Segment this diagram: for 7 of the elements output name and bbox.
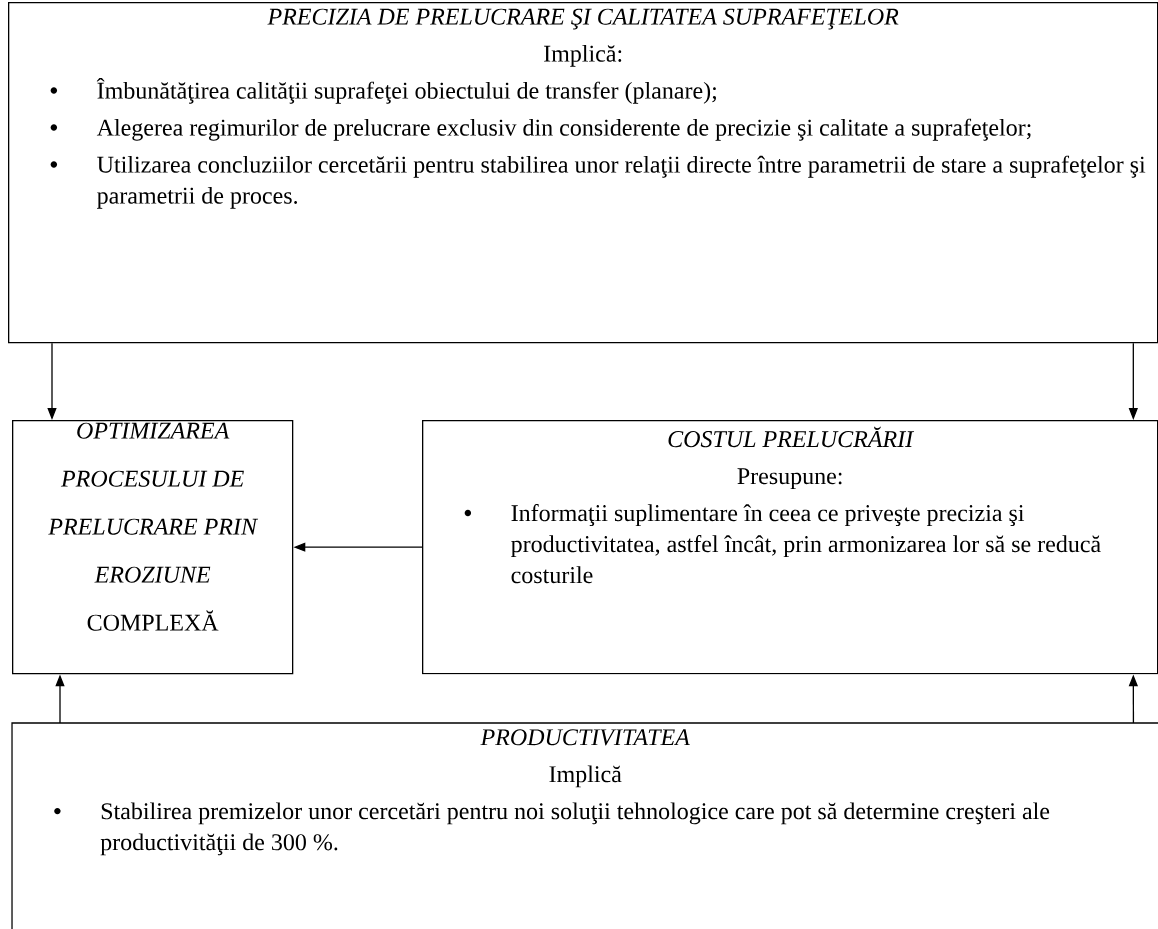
text-box: PRECIZIA DE PRELUCRARE ŞI CALITATEA SUPRAFEŢELOR Implică: Îmbunătăţirea calităţii suprafeţei obiectului de transfer (planare); Alegerea regimurilor de prelucrare exclusiv din considerente de precizie şi calitate a suprafeţelor; Utilizarea concluziilor cercetării pentru stabilirea unor relaţii directe între parametrii de stare a suprafeţelor şi parametrii de proces. <box>8 2 1158 344</box>
text-box: COSTUL PRELUCRĂRII Presupune: Informaţii suplimentare în ceea ce priveşte precizia şi productivitatea, astfel încât, prin armonizarea lor să se reducă costurile <box>422 420 1158 675</box>
node-label: PRODUCTIVITATEA <box>480 729 690 746</box>
node-label: Implică <box>549 765 622 788</box>
text-box: OPTIMIZAREA PROCESULUI DE PRELUCRARE PRIN EROZIUNE COMPLEXĂ <box>12 420 294 675</box>
node-label: Stabilirea premizelor unor cercetări pentru noi soluţii tehnologice care pot să determine creşteri ale productivităţii de 300 %. <box>100 802 1050 856</box>
text-box: PRODUCTIVITATEA Implică Stabilirea premizelor unor cercetări pentru noi soluţii tehnologice care pot să determine creşteri ale productivităţii de 300 %. <box>11 722 1158 929</box>
